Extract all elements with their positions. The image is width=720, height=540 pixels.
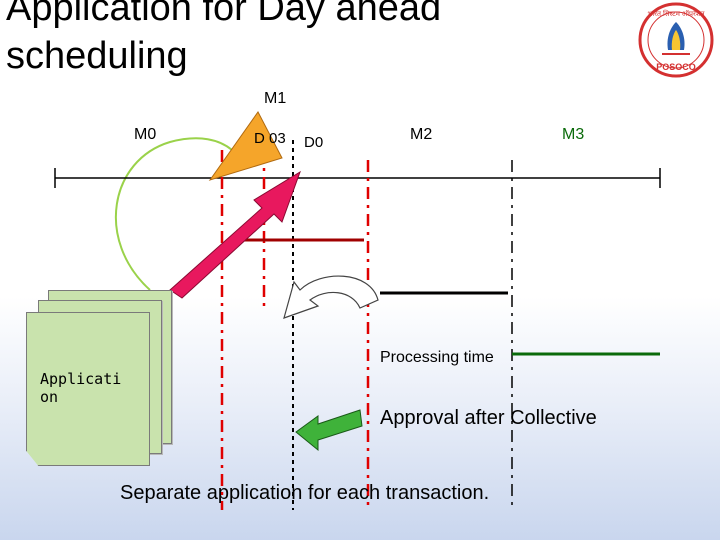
return-curve-arrow	[284, 276, 378, 318]
m2-label: M2	[410, 126, 432, 144]
separate-application-text: Separate application for each transactio…	[120, 482, 489, 505]
processing-time-text: Processing time	[380, 349, 494, 367]
approval-arrow	[296, 410, 362, 450]
m1-label: M1	[264, 90, 286, 108]
d03-label: D 03	[254, 130, 286, 147]
application-arrow	[170, 172, 300, 298]
d0-label: D0	[304, 134, 323, 151]
application-label: Applicati on	[40, 370, 130, 406]
m3-label: M3	[562, 126, 584, 144]
m0-label: M0	[134, 126, 156, 144]
approval-text: Approval after Collective	[380, 407, 597, 430]
